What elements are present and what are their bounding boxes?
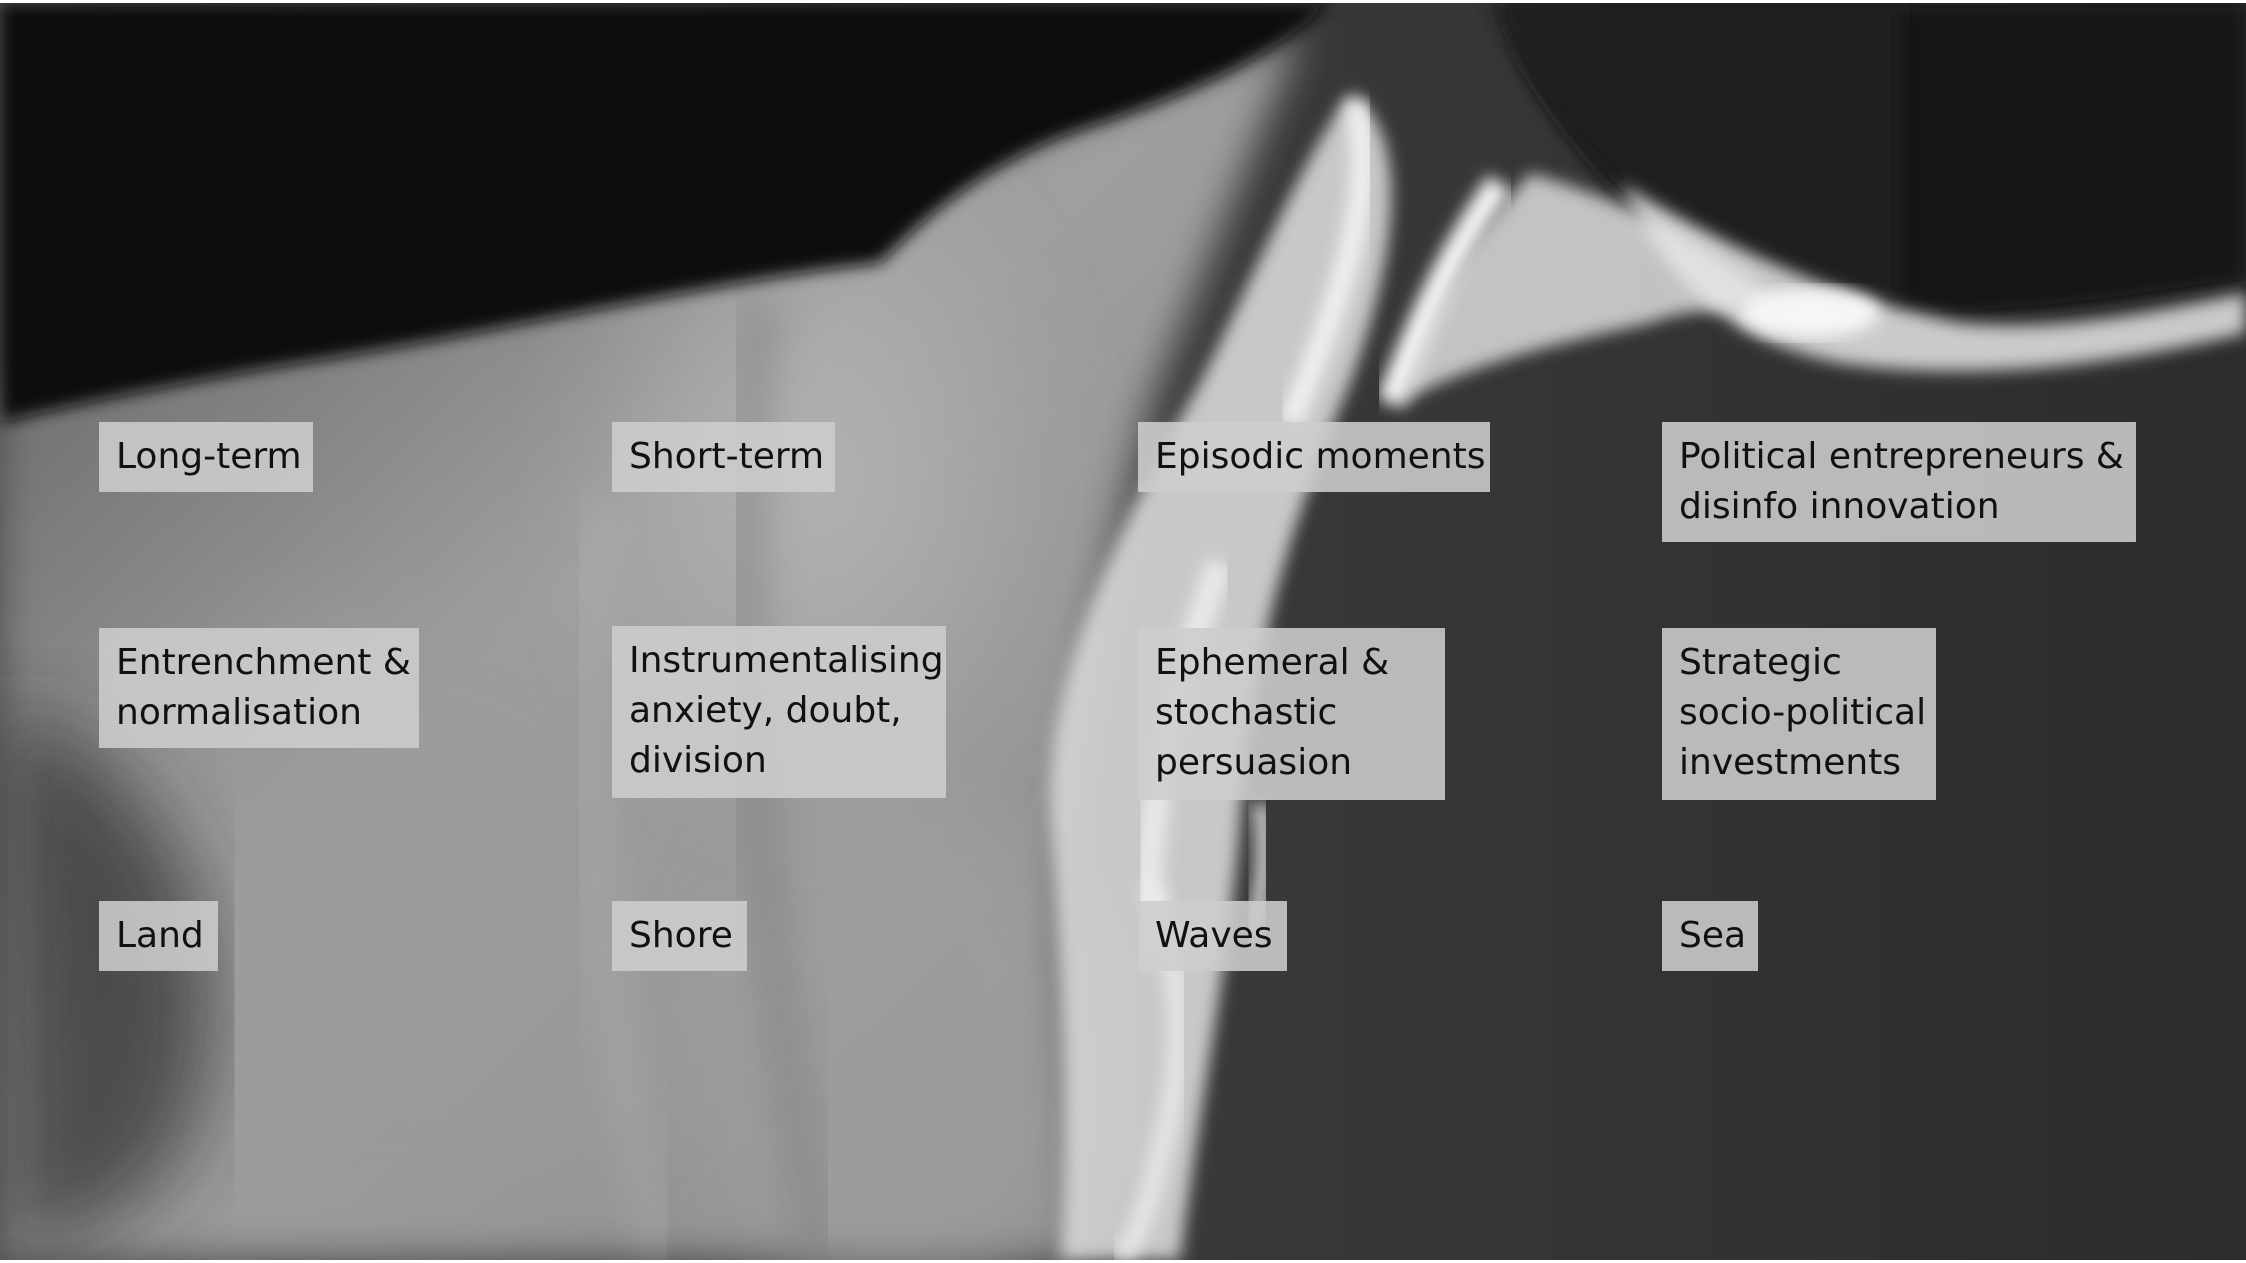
label-long-term-text: Long-term [116,432,296,482]
label-sea-text: Sea [1679,911,1741,961]
label-ephemeral-line1: Ephemeral & [1155,638,1428,688]
label-political-entrepreneurs-line2: disinfo innovation [1679,482,2119,532]
label-sea: Sea [1662,901,1758,971]
label-entrenchment-line1: Entrenchment & [116,638,402,688]
label-episodic-moments: Episodic moments [1138,422,1490,492]
label-short-term-text: Short-term [629,432,818,482]
label-land-text: Land [116,911,201,961]
label-strategic-line1: Strategic [1679,638,1919,688]
label-shore: Shore [612,901,747,971]
label-entrenchment: Entrenchment & normalisation [99,628,419,748]
label-instrumentalising-line2: anxiety, doubt, [629,686,929,736]
label-shore-text: Shore [629,911,730,961]
label-short-term: Short-term [612,422,835,492]
label-instrumentalising-line1: Instrumentalising [629,636,929,686]
label-waves-text: Waves [1155,911,1270,961]
label-ephemeral-line3: persuasion [1155,738,1428,788]
label-waves: Waves [1138,901,1287,971]
label-episodic-moments-text: Episodic moments [1155,432,1473,482]
slide: Long-term Short-term Episodic moments Po… [0,3,2246,1260]
label-political-entrepreneurs: Political entrepreneurs & disinfo innova… [1662,422,2136,542]
label-ephemeral-line2: stochastic [1155,688,1428,738]
label-strategic-line2: socio-political [1679,688,1919,738]
label-long-term: Long-term [99,422,313,492]
label-entrenchment-line2: normalisation [116,688,402,738]
label-instrumentalising-line3: division [629,736,929,786]
label-political-entrepreneurs-line1: Political entrepreneurs & [1679,432,2119,482]
label-strategic: Strategic socio-political investments [1662,628,1936,800]
label-instrumentalising: Instrumentalising anxiety, doubt, divisi… [612,626,946,798]
label-ephemeral: Ephemeral & stochastic persuasion [1138,628,1445,800]
label-strategic-line3: investments [1679,738,1919,788]
label-land: Land [99,901,218,971]
